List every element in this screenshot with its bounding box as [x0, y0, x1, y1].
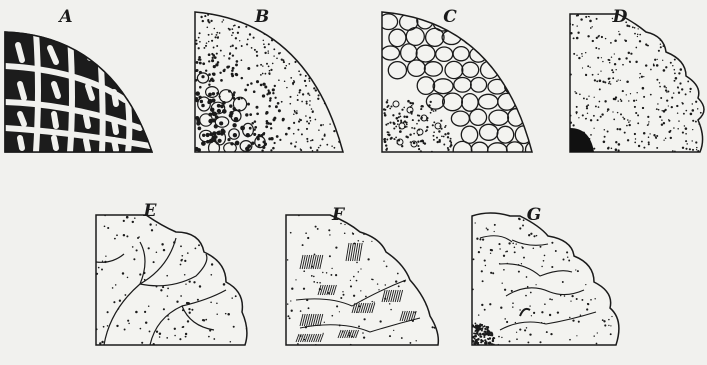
panel-e-label: E: [143, 201, 158, 221]
panel-g: G: [471, 205, 622, 346]
panel-f-label: F: [331, 205, 346, 225]
panel-a: A: [5, 7, 152, 152]
panel-d: D: [569, 7, 707, 152]
panel-b-label: B: [254, 7, 269, 27]
panel-e: E: [96, 201, 249, 345]
panel-d-outline: [570, 14, 704, 152]
panel-d-label: D: [612, 7, 628, 27]
panel-g-outline: [472, 213, 619, 345]
panel-f: F: [286, 205, 441, 346]
panel-g-label: G: [527, 205, 542, 225]
panel-b: B: [195, 7, 345, 155]
panel-a-label: A: [57, 7, 72, 27]
panel-c-label: C: [443, 7, 457, 27]
panel-c: C: [379, 7, 552, 159]
